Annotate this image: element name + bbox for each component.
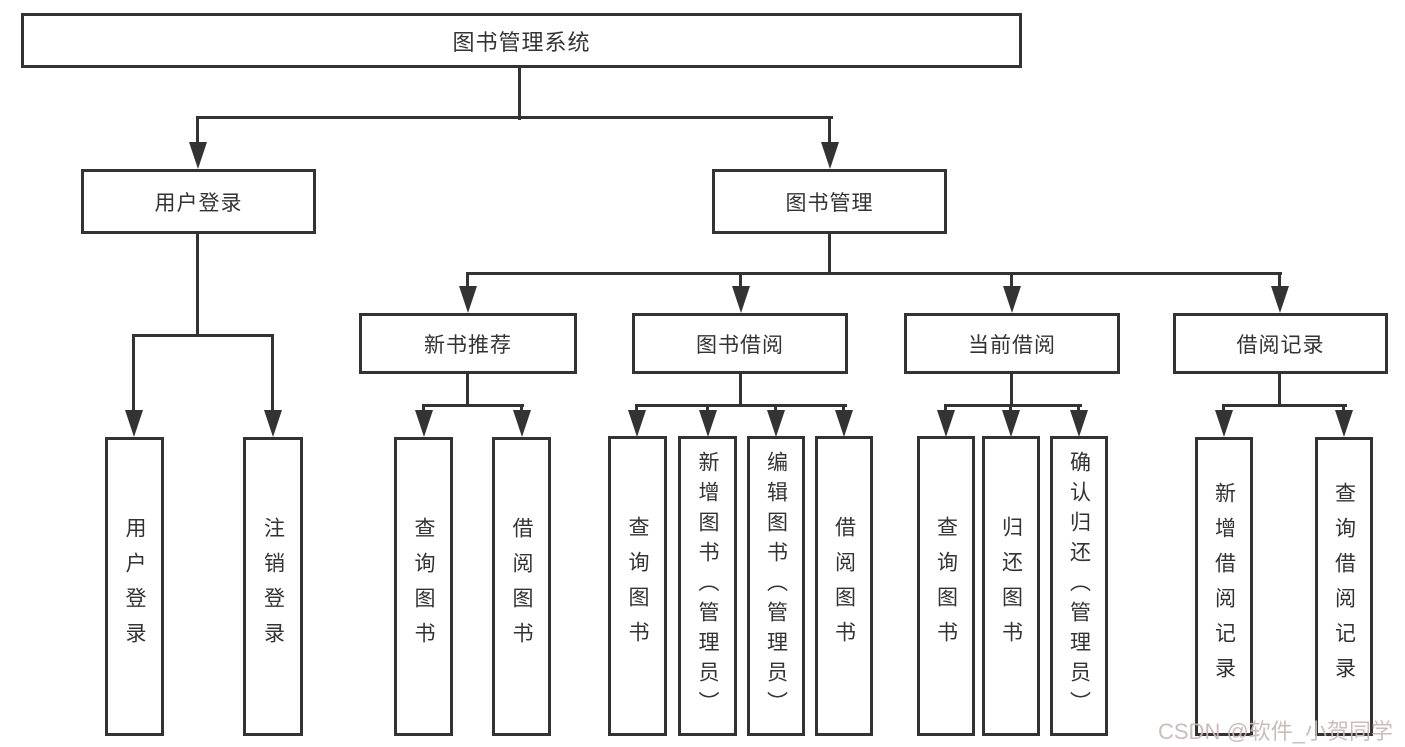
node-new-books: 新书推荐: [359, 313, 577, 374]
arrow-nb-borrow: [513, 410, 531, 437]
arrow-bb-borrow: [835, 410, 853, 437]
node-current-borrow-label: 当前借阅: [968, 333, 1056, 357]
leaf-currentborrow-return: 归还图书: [982, 436, 1040, 736]
leaf-newbooks-query-label: 查询图书: [412, 516, 435, 657]
connector-drop-borrow-records: [1278, 272, 1281, 288]
node-book-mgmt: 图书管理: [712, 169, 947, 234]
arrow-nb-query: [415, 410, 433, 437]
connector-drop-leaf-user-login: [132, 334, 135, 412]
leaf-newbooks-borrow-label: 借阅图书: [510, 516, 533, 657]
leaf-bookborrow-add-label: 新增图书（管理员）: [696, 451, 719, 721]
arrow-cb-confirm: [1070, 410, 1088, 437]
arrow-book-mgmt: [821, 142, 839, 169]
arrow-user-login: [189, 142, 207, 169]
arrow-current-borrow: [1003, 286, 1021, 313]
connector-new-books-stem: [466, 374, 469, 407]
arrow-leaf-user-login: [125, 410, 143, 437]
connector-current-borrow-bar: [944, 404, 1082, 407]
arrow-cb-query: [937, 410, 955, 437]
connector-drop-cb-return: [1009, 404, 1012, 414]
connector-drop-br-query: [1342, 404, 1345, 414]
node-root-label: 图书管理系统: [452, 29, 591, 55]
connector-drop-br-add: [1222, 404, 1225, 414]
connector-drop-book-mgmt: [828, 116, 831, 145]
connector-drop-nb-query: [422, 404, 425, 414]
connector-drop-book-borrow: [739, 272, 742, 288]
leaf-currentborrow-query: 查询图书: [917, 436, 975, 736]
leaf-records-add: 新增借阅记录: [1195, 437, 1253, 736]
arrow-br-add: [1215, 410, 1233, 437]
connector-drop-bb-query: [635, 404, 638, 414]
connector-drop-bb-edit: [774, 404, 777, 414]
connector-current-borrow-stem: [1010, 374, 1013, 407]
node-user-login: 用户登录: [81, 169, 316, 234]
node-borrow-records: 借阅记录: [1173, 313, 1388, 374]
leaf-currentborrow-query-label: 查询图书: [934, 516, 958, 656]
arrow-br-query: [1335, 410, 1353, 437]
connector-user-login-stem: [196, 234, 199, 337]
arrow-cb-return: [1002, 410, 1020, 437]
connector-drop-current-borrow: [1010, 272, 1013, 288]
leaf-bookborrow-query: 查询图书: [608, 436, 667, 736]
connector-borrow-records-stem: [1278, 373, 1281, 407]
connector-drop-cb-query: [944, 404, 947, 414]
leaf-logout-label: 注销登录: [261, 516, 285, 657]
node-user-login-label: 用户登录: [154, 191, 243, 215]
connector-book-mgmt-stem: [828, 234, 831, 275]
leaf-bookborrow-add: 新增图书（管理员）: [678, 436, 737, 736]
connector-book-borrow-stem: [739, 374, 742, 407]
leaf-newbooks-borrow: 借阅图书: [492, 437, 551, 736]
leaf-bookborrow-edit-label: 编辑图书（管理员）: [764, 451, 788, 721]
arrow-new-books: [459, 286, 477, 313]
connector-drop-bb-add: [706, 404, 709, 414]
arrow-leaf-logout: [264, 410, 282, 437]
leaf-records-query-label: 查询借阅记录: [1332, 481, 1356, 692]
leaf-user-login: 用户登录: [105, 437, 164, 736]
arrow-bb-query: [628, 410, 646, 437]
node-new-books-label: 新书推荐: [424, 333, 512, 357]
arrow-bb-edit: [767, 410, 785, 437]
leaf-bookborrow-borrow-label: 借阅图书: [832, 516, 856, 656]
connector-root-drop: [518, 68, 521, 120]
connector-new-books-bar: [422, 404, 524, 407]
leaf-currentborrow-return-label: 归还图书: [999, 516, 1023, 656]
leaf-currentborrow-confirm: 确认归还（管理员）: [1050, 436, 1108, 736]
connector-level1-bar: [196, 116, 833, 119]
node-book-mgmt-label: 图书管理: [785, 191, 874, 215]
leaf-records-add-label: 新增借阅记录: [1212, 481, 1236, 692]
leaf-bookborrow-borrow: 借阅图书: [815, 436, 873, 736]
arrow-bb-add: [699, 410, 717, 437]
leaf-bookborrow-query-label: 查询图书: [626, 516, 649, 656]
connector-drop-cb-confirm: [1077, 404, 1080, 414]
connector-level3-bar: [466, 272, 1282, 275]
node-root: 图书管理系统: [21, 13, 1022, 68]
node-borrow-records-label: 借阅记录: [1236, 333, 1325, 357]
leaf-newbooks-query: 查询图书: [394, 437, 453, 736]
arrow-borrow-records: [1271, 286, 1289, 313]
connector-user-login-bar: [132, 334, 274, 337]
leaf-bookborrow-edit: 编辑图书（管理员）: [747, 436, 805, 736]
leaf-logout: 注销登录: [243, 437, 303, 736]
connector-borrow-records-bar: [1222, 404, 1347, 407]
csdn-watermark: CSDN @软件_小贺同学: [1158, 719, 1394, 744]
connector-book-borrow-bar: [635, 404, 847, 407]
arrow-book-borrow: [732, 286, 750, 313]
connector-drop-new-books: [466, 272, 469, 288]
connector-drop-user-login: [196, 116, 199, 145]
node-book-borrow: 图书借阅: [632, 313, 848, 374]
leaf-user-login-label: 用户登录: [123, 516, 146, 657]
leaf-currentborrow-confirm-label: 确认归还（管理员）: [1067, 451, 1091, 721]
node-current-borrow: 当前借阅: [904, 313, 1120, 374]
leaf-records-query: 查询借阅记录: [1315, 437, 1373, 736]
connector-drop-leaf-logout: [271, 334, 274, 412]
connector-drop-nb-borrow: [520, 404, 523, 414]
node-book-borrow-label: 图书借阅: [696, 333, 784, 357]
connector-drop-bb-borrow: [842, 404, 845, 414]
